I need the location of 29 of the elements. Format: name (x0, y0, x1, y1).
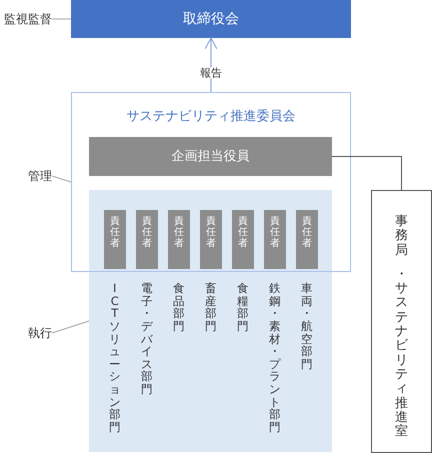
manager-box: 責任者 (232, 210, 254, 269)
office-box (371, 190, 432, 453)
division-label: 電子・デバイス部門 (141, 282, 152, 396)
connector-line (52, 18, 72, 20)
connector-line (52, 320, 90, 334)
division-label: 車両・航空部門 (301, 282, 312, 370)
committee-box (71, 92, 351, 272)
manager-box: 責任者 (200, 210, 222, 269)
manager-box: 責任者 (296, 210, 318, 269)
office-text: ・サステナビリティ推進室 (395, 268, 408, 440)
tier-label: 執行 (20, 324, 52, 342)
manager-box: 責任者 (136, 210, 158, 269)
connector-line (52, 176, 72, 182)
connector-line (332, 156, 402, 190)
manager-box: 責任者 (264, 210, 286, 269)
officer-box: 企画担当役員 (89, 137, 332, 176)
division-label: 畜産部門 (205, 282, 216, 333)
manager-box: 責任者 (168, 210, 190, 269)
manager-box: 責任者 (104, 210, 126, 269)
office-text: 事務局 (395, 215, 408, 258)
division-label: ICTソリューション部門 (109, 282, 120, 434)
tier-label: 監視監督 (2, 10, 52, 28)
division-label: 食糧部門 (237, 282, 248, 333)
committee-title: サステナビリティ推進委員会 (126, 108, 296, 126)
tier-label: 管理 (20, 167, 52, 185)
division-label: 鉄鋼・素材・プラント部門 (269, 282, 280, 434)
edge-label: 報告 (198, 68, 224, 78)
board-box: 取締役会 (71, 0, 351, 38)
division-label: 食品部門 (173, 282, 184, 333)
